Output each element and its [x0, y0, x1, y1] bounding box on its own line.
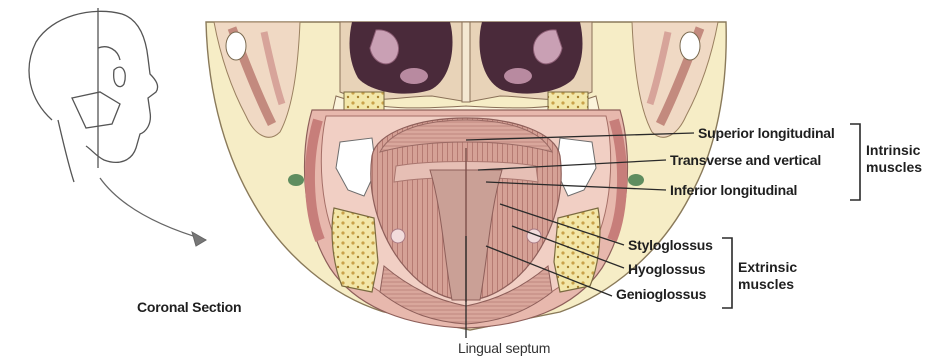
group-extrinsic: Extrinsic muscles — [738, 259, 797, 293]
head-sketch — [29, 8, 158, 182]
label-superior-longitudinal: Superior longitudinal — [698, 125, 835, 141]
nasal-cavity — [332, 22, 600, 122]
group-intrinsic-line2: muscles — [866, 159, 922, 176]
label-transverse-vertical: Transverse and vertical — [670, 152, 821, 168]
view-arrow — [100, 178, 206, 240]
intrinsic-bracket — [850, 124, 860, 200]
label-lingual-septum: Lingual septum — [458, 340, 550, 356]
view-caption: Coronal Section — [137, 299, 241, 315]
label-styloglossus: Styloglossus — [628, 237, 713, 253]
group-intrinsic-line1: Intrinsic — [866, 142, 922, 159]
group-extrinsic-line1: Extrinsic — [738, 259, 797, 276]
label-hyoglossus: Hyoglossus — [628, 261, 705, 277]
group-extrinsic-line2: muscles — [738, 276, 797, 293]
label-inferior-longitudinal: Inferior longitudinal — [670, 182, 797, 198]
label-genioglossus: Genioglossus — [616, 286, 706, 302]
extrinsic-bracket — [722, 238, 732, 308]
view-arrow-head — [192, 232, 206, 246]
group-intrinsic: Intrinsic muscles — [866, 142, 922, 176]
